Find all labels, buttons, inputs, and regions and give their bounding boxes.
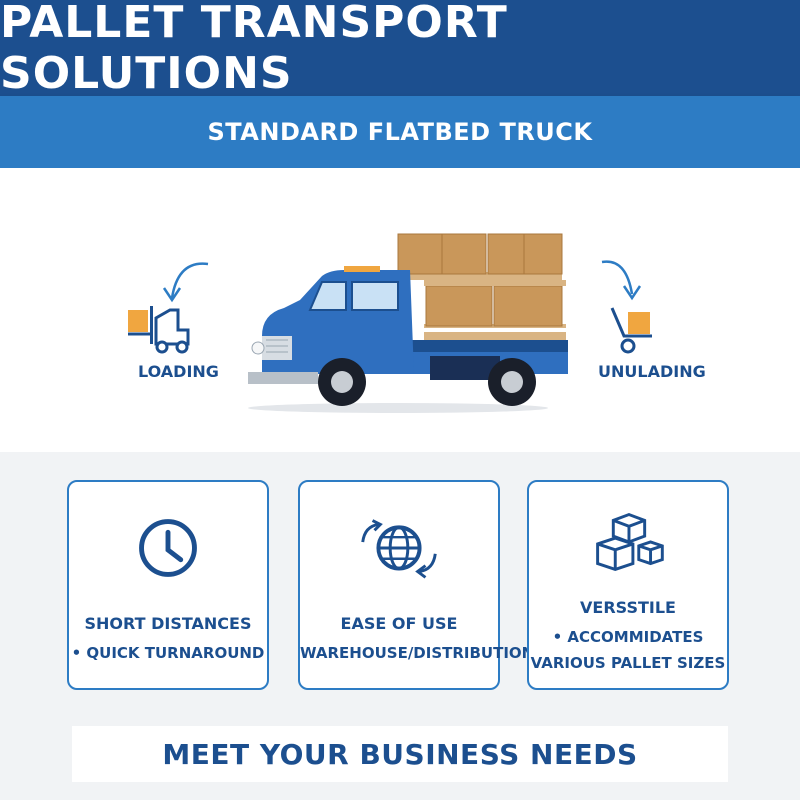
curved-arrow-icon [170,262,209,299]
feature-card-ease: EASE OF USE WAREHOUSE/DISTRIBUTION [298,480,535,690]
card-detail: • ACCOMMIDATES [552,628,704,646]
card-detail: WAREHOUSE/DISTRIBUTION [300,644,535,662]
boxes-icon [596,512,664,571]
page-title: PALLET TRANSPORT SOLUTIONS [0,0,508,99]
curved-arrow-icon [601,260,634,295]
hero-graphic [128,233,652,413]
page-subtitle: STANDARD FLATBED TRUCK [207,118,593,146]
feature-card-distance: SHORT DISTANCES • QUICK TURNAROUND [67,480,269,690]
hand-truck-icon [610,307,652,354]
card-detail: • QUICK TURNAROUND [71,644,265,662]
hero-illustration: LOADING UNULADING [0,168,800,452]
unloading-label: UNULADING [598,362,706,381]
title-banner: PALLET TRANSPORT SOLUTIONS [0,0,800,99]
card-detail-2: VARIOUS PALLET SIZES [530,654,726,672]
card-heading: VERSSTILE [580,598,676,617]
card-heading: EASE OF USE [340,614,458,633]
forklift-icon [128,306,190,354]
footer-banner: MEET YOUR BUSINESS NEEDS [72,726,728,782]
feature-card-versatile: VERSSTILE • ACCOMMIDATES VARIOUS PALLET … [527,480,729,690]
globe-arrows-icon [361,519,437,579]
footer-tagline: MEET YOUR BUSINESS NEEDS [162,737,638,771]
clock-icon [139,519,197,577]
loading-label: LOADING [138,362,219,381]
subtitle-banner: STANDARD FLATBED TRUCK [0,96,800,168]
card-heading: SHORT DISTANCES [84,614,252,633]
